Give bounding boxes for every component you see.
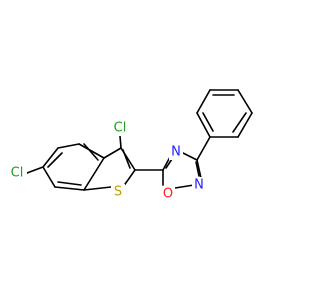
bond-b14 [122,149,131,169]
bond-b18 [162,156,171,171]
bond-b32 [232,112,247,133]
atom-sulfur: S [111,184,125,200]
bond-b19 [165,158,173,169]
atom-label-n-bottom: N [194,178,204,193]
atom-label-o: O [163,187,173,202]
atom-label-cl-left: Cl [11,166,24,181]
atom-label-n-top: N [171,145,181,160]
bond-b8 [57,181,82,186]
bond-b3 [42,147,59,168]
bond-b24 [195,161,200,177]
bond-b5 [54,186,85,191]
atom-label-s: S [114,185,122,200]
bond-group [26,89,253,191]
molecule-canvas: Cl Cl S N N O [7,89,253,202]
atom-oxygen: O [161,186,175,202]
bond-b22 [196,159,202,179]
bond-b6 [83,157,105,191]
bond-b31 [196,112,211,138]
bond-b10 [103,147,122,159]
atom-cl-top: Cl [110,120,130,136]
bond-b7 [47,152,63,168]
atom-n-bottom: N [192,177,206,193]
bond-b30 [196,89,211,114]
atom-cl-left: Cl [7,165,27,181]
bond-b2 [57,143,80,149]
atom-n-top: N [169,144,183,160]
bond-b15 [119,135,122,149]
bond-b16 [26,166,44,174]
bond-b13 [83,186,112,191]
bond-b21 [174,184,195,189]
bond-b34 [202,112,214,132]
atom-label-cl-top: Cl [114,121,127,136]
bond-b27 [237,112,253,138]
bond-b23 [182,152,198,161]
bond-b28 [237,89,253,114]
structure-diagram: Cl Cl S N N O [7,89,253,202]
bond-b9 [83,143,99,161]
bond-b25 [196,136,211,161]
bond-b1 [78,143,105,159]
bond-b4 [42,166,56,188]
